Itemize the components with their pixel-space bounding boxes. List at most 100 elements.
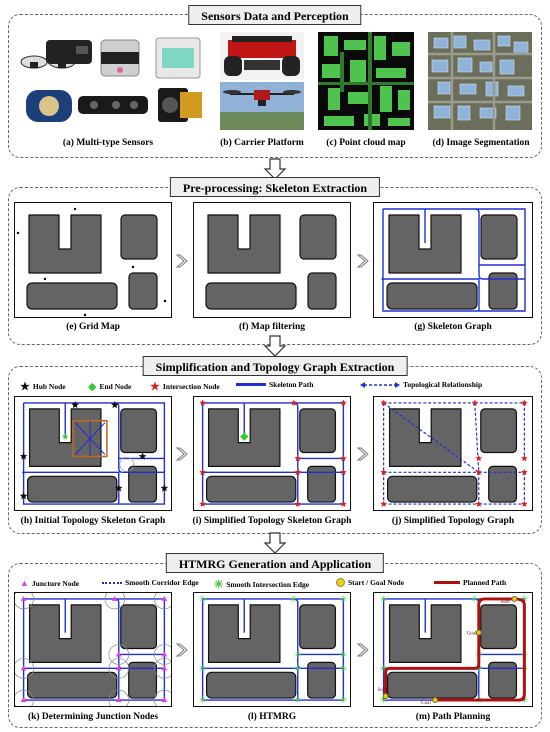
junction-range-circle — [15, 593, 34, 610]
skeleton-graph-panel — [373, 202, 533, 318]
smooth-intersection-icon: ✳ — [380, 695, 388, 705]
obstacle-bottom-right — [307, 465, 337, 503]
start-label: Start — [501, 600, 511, 605]
smooth-intersection-icon: ✳ — [380, 663, 388, 673]
map-filtering-panel — [193, 202, 351, 318]
multi-type-sensors-image — [16, 32, 206, 130]
intersection-node-star-icon — [380, 468, 387, 476]
down-arrow-icon — [263, 335, 287, 357]
image-segmentation-image — [428, 32, 532, 130]
start-goal-dot-icon — [336, 578, 345, 587]
obstacle-top-right — [480, 604, 518, 650]
intersection-node-star-icon — [471, 399, 479, 406]
legend-start-goal-node: Start / Goal Node — [336, 578, 404, 587]
intersection-node-star-icon — [199, 500, 206, 507]
hub-node-star-icon — [111, 400, 119, 409]
intersection-node-star-icon — [294, 454, 302, 462]
spurious-branches — [74, 420, 106, 457]
obstacle-bottom-right — [307, 661, 337, 699]
smooth-intersection-icon: ✳ — [199, 594, 207, 604]
juncture-node-triangle-icon — [20, 595, 27, 601]
green-asterisk-icon: ✳ — [214, 579, 224, 591]
junction-nodes-panel — [14, 592, 172, 707]
start-goal-node — [475, 629, 482, 636]
caption-d: (d) Image Segmentation — [432, 138, 530, 148]
obstacle-bottom-left — [205, 475, 297, 503]
juncture-node-triangle-icon — [111, 595, 118, 601]
juncture-node-triangle-icon — [115, 665, 122, 671]
hub-node-star-icon — [160, 484, 169, 492]
intersection-node-star-icon — [340, 454, 347, 462]
right-chevron-icon — [175, 447, 188, 461]
obstacle-bottom-left — [386, 475, 478, 503]
obstacle-bottom-left — [26, 475, 118, 503]
u-shaped-obstacle — [207, 604, 281, 663]
grid-map-panel — [14, 202, 172, 318]
smooth-intersection-icon: ✳ — [340, 649, 348, 659]
obstacle-top-right — [480, 214, 518, 260]
legend-planned-path: Planned Path — [434, 578, 506, 587]
juncture-node-triangle-icon — [161, 595, 168, 601]
skeleton-path — [200, 598, 345, 701]
junction-range-circle — [104, 593, 126, 610]
smooth-intersection-icon: ✳ — [294, 663, 302, 673]
obstacle-bottom-right — [128, 465, 158, 503]
noise-point — [43, 277, 47, 281]
dotted-blue-line-icon — [102, 581, 122, 584]
legend-smooth-intersection-edge: ✳ Smooth Intersection Edge — [214, 579, 310, 591]
intersection-node-star-icon — [380, 399, 387, 406]
smooth-intersection-icon: ✳ — [290, 594, 298, 604]
u-shaped-obstacle — [28, 604, 102, 663]
legend-skeleton-path: Skeleton Path — [236, 380, 313, 389]
u-shaped-obstacle — [207, 214, 281, 274]
end-node-star-icon — [61, 433, 69, 440]
juncture-node-triangle-icon — [161, 651, 168, 657]
juncture-node-triangle-icon — [161, 697, 168, 703]
noise-point — [131, 265, 135, 269]
smooth-intersection-icon: ✳ — [294, 695, 302, 705]
juncture-node-triangle-icon — [161, 665, 168, 671]
noise-point — [163, 299, 167, 303]
obstacle-bottom-left — [205, 282, 297, 310]
skeleton-path — [381, 208, 526, 312]
right-chevron-icon — [175, 643, 188, 657]
intersection-node-star-icon — [290, 399, 298, 406]
juncture-node-triangle-icon — [115, 651, 122, 657]
caption-m: (m) Path Planning — [415, 712, 491, 722]
smooth-intersection-icon: ✳ — [294, 649, 302, 659]
spurious-cluster — [119, 456, 135, 472]
caption-i: (i) Simplified Topology Skeleton Graph — [192, 516, 352, 526]
intersection-node-star-icon — [199, 399, 206, 406]
right-chevron-icon — [356, 254, 369, 268]
u-shaped-obstacle — [28, 214, 102, 274]
hub-node-star-icon — [115, 484, 123, 492]
juncture-node-triangle-icon — [20, 665, 27, 671]
intersection-node-star-icon — [294, 500, 302, 507]
end-node-diamond-icon — [240, 432, 249, 441]
obstacle-bottom-left — [386, 671, 478, 699]
u-shaped-obstacle — [28, 408, 102, 467]
start-goal-node — [432, 697, 439, 704]
obstacle-bottom-left — [386, 282, 478, 310]
intersection-node-star-icon — [475, 454, 483, 462]
obstacle-top-right — [299, 408, 337, 454]
juncture-node-triangle-icon — [20, 697, 27, 703]
start-goal-node — [511, 595, 518, 602]
legend-smooth-corridor-edge: Smooth Corridor Edge — [102, 578, 199, 587]
highlight-box — [72, 419, 108, 458]
legend-hub-node: ★ Hub Node — [20, 381, 66, 393]
initial-topology-skeleton-panel — [14, 396, 172, 511]
junction-range-circle — [108, 658, 130, 679]
junction-range-circle — [108, 644, 130, 665]
smooth-intersection-icon: ✳ — [471, 594, 479, 604]
htmrg-panel: ✳✳✳✳✳✳✳✳✳✳✳ — [193, 592, 351, 707]
point-cloud-map-image — [318, 32, 414, 130]
goal-label: Goal — [467, 632, 477, 637]
start-label: Start — [378, 688, 388, 693]
juncture-node-triangle-icon: ▲ — [20, 578, 29, 588]
caption-k: (k) Determining Junction Nodes — [27, 712, 159, 722]
goal-label: Goal — [421, 701, 431, 706]
intersection-node-star-icon — [340, 399, 347, 406]
smooth-intersection-icon: ✳ — [521, 695, 529, 705]
